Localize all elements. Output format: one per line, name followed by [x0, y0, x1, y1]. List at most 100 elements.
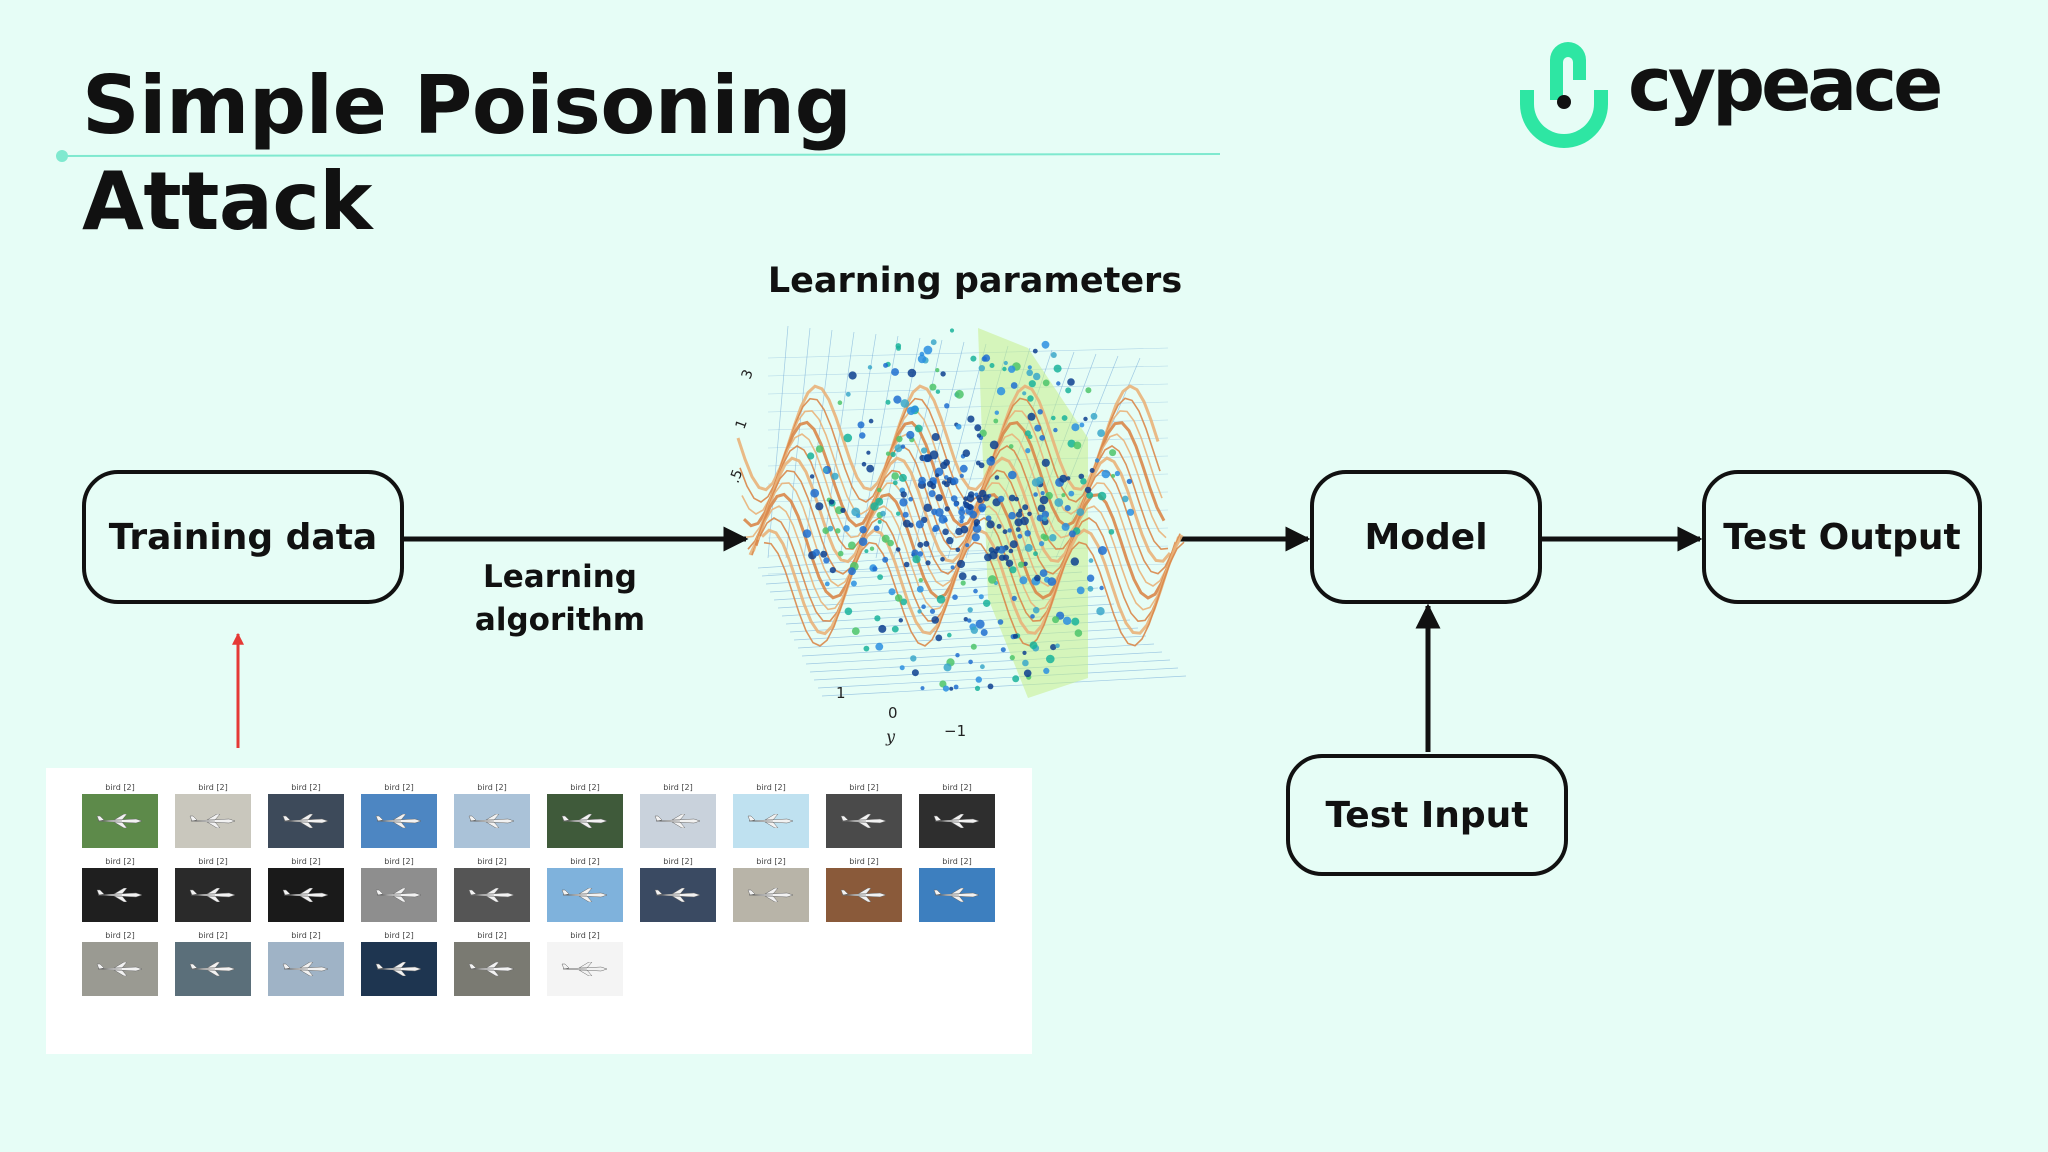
training-data-label: Training data [108, 516, 378, 558]
dataset-tile[interactable]: bird [2] [454, 930, 530, 996]
test-input-box[interactable]: Test Input [1286, 754, 1568, 876]
airplane-icon [282, 888, 329, 902]
logo-wordmark: cypeace [1628, 42, 1943, 128]
airplane-icon [375, 814, 422, 828]
airplane-icon [561, 888, 608, 902]
airplane-icon [375, 888, 422, 902]
learning-algorithm-line1: Learning [483, 559, 637, 595]
airplane-image [175, 794, 251, 848]
dataset-tile[interactable]: bird [2] [919, 856, 995, 922]
airplane-image [640, 868, 716, 922]
airplane-icon [747, 814, 794, 828]
airplane-image [82, 794, 158, 848]
training-data-box[interactable]: Training data [82, 470, 404, 604]
dataset-tile-caption: bird [2] [477, 783, 507, 792]
dataset-tile[interactable]: bird [2] [82, 782, 158, 848]
plot-z-tick-2: 1 [733, 418, 751, 432]
dataset-tile[interactable]: bird [2] [361, 856, 437, 922]
dataset-tile[interactable]: bird [2] [175, 782, 251, 848]
airplane-icon [189, 888, 236, 902]
learning-parameters-label: Learning parameters [767, 261, 1183, 301]
airplane-icon [840, 814, 887, 828]
plot-y-tick-2: 0 [888, 704, 898, 722]
dataset-tile[interactable]: bird [2] [175, 930, 251, 996]
dataset-tile-caption: bird [2] [849, 857, 879, 866]
model-label: Model [1364, 516, 1488, 558]
dataset-tile[interactable]: bird [2] [82, 930, 158, 996]
dataset-tile-caption: bird [2] [384, 857, 414, 866]
dataset-tile-caption: bird [2] [477, 857, 507, 866]
title-underline [56, 150, 1220, 162]
airplane-icon [282, 962, 329, 976]
dataset-tile[interactable]: bird [2] [454, 856, 530, 922]
model-box[interactable]: Model [1310, 470, 1542, 604]
dataset-tile-caption: bird [2] [198, 783, 228, 792]
airplane-image [82, 942, 158, 996]
dataset-tile[interactable]: bird [2] [175, 856, 251, 922]
airplane-icon [96, 962, 143, 976]
airplane-icon [561, 962, 608, 976]
dataset-tile-caption: bird [2] [291, 783, 321, 792]
dataset-tile[interactable]: bird [2] [733, 856, 809, 922]
airplane-icon [933, 814, 980, 828]
dataset-tile-caption: bird [2] [663, 783, 693, 792]
dataset-tile-caption: bird [2] [105, 783, 135, 792]
airplane-icon [747, 888, 794, 902]
dataset-tile[interactable]: bird [2] [640, 856, 716, 922]
airplane-image [454, 868, 530, 922]
learning-parameters-plot: 3 1 .5 1 0 −1 y [728, 325, 1187, 746]
airplane-icon [840, 888, 887, 902]
airplane-icon [933, 888, 980, 902]
airplane-image [547, 868, 623, 922]
dataset-tile-caption: bird [2] [942, 857, 972, 866]
dataset-tile-caption: bird [2] [570, 857, 600, 866]
airplane-icon [96, 888, 143, 902]
airplane-image [454, 942, 530, 996]
dataset-tile[interactable]: bird [2] [268, 930, 344, 996]
learning-algorithm-line2: algorithm [474, 602, 646, 638]
dataset-tile-caption: bird [2] [384, 783, 414, 792]
dataset-tile[interactable]: bird [2] [826, 782, 902, 848]
airplane-icon [189, 962, 236, 976]
airplane-icon [561, 814, 608, 828]
dataset-tile[interactable]: bird [2] [82, 856, 158, 922]
dataset-tile[interactable]: bird [2] [547, 930, 623, 996]
dataset-tile[interactable]: bird [2] [733, 782, 809, 848]
dataset-tile[interactable]: bird [2] [268, 856, 344, 922]
dataset-tile[interactable]: bird [2] [826, 856, 902, 922]
airplane-icon [654, 814, 701, 828]
dataset-tile-caption: bird [2] [291, 931, 321, 940]
learning-algorithm-label: Learning algorithm [450, 556, 670, 642]
dataset-tile[interactable]: bird [2] [361, 782, 437, 848]
airplane-icon [468, 814, 515, 828]
airplane-image [268, 942, 344, 996]
test-output-label: Test Output [1723, 516, 1961, 558]
dataset-tile[interactable]: bird [2] [454, 782, 530, 848]
slide-title: Simple Poisoning Attack [82, 58, 982, 250]
dataset-tile-caption: bird [2] [849, 783, 879, 792]
airplane-image [82, 868, 158, 922]
airplane-image [175, 942, 251, 996]
airplane-image [640, 794, 716, 848]
plot-scatter-points [802, 328, 1135, 692]
dataset-tile-caption: bird [2] [198, 931, 228, 940]
dataset-tile[interactable]: bird [2] [640, 782, 716, 848]
dataset-tile[interactable]: bird [2] [268, 782, 344, 848]
plot-y-axis-label: y [885, 727, 896, 746]
cypeace-logo: cypeace [1512, 36, 1952, 154]
dataset-tile[interactable]: bird [2] [547, 856, 623, 922]
test-output-box[interactable]: Test Output [1702, 470, 1982, 604]
dataset-tile-caption: bird [2] [105, 931, 135, 940]
test-input-label: Test Input [1325, 794, 1529, 836]
airplane-image [547, 942, 623, 996]
dataset-tile-caption: bird [2] [942, 783, 972, 792]
dataset-tile-caption: bird [2] [477, 931, 507, 940]
airplane-icon [468, 962, 515, 976]
dataset-tile[interactable]: bird [2] [547, 782, 623, 848]
airplane-image [919, 794, 995, 848]
dataset-tile-caption: bird [2] [570, 931, 600, 940]
dataset-tile[interactable]: bird [2] [361, 930, 437, 996]
airplane-image [733, 868, 809, 922]
dataset-tile[interactable]: bird [2] [919, 782, 995, 848]
cypeace-logo-icon [1520, 42, 1608, 148]
